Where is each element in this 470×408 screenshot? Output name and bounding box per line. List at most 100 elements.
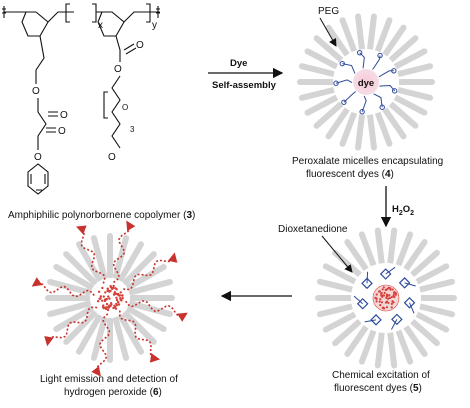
micelle-spike (421, 307, 452, 315)
micelle-spike (302, 90, 333, 98)
dye-molecule (393, 295, 395, 297)
micelle-spike (358, 116, 362, 148)
dye-molecule (112, 285, 114, 287)
micelle-spike (320, 307, 351, 315)
subscript-m: 3 (130, 125, 135, 134)
dye-molecule (117, 294, 119, 296)
micelle-spike (399, 66, 430, 74)
dye-molecule (389, 297, 391, 299)
dye-molecule (108, 297, 110, 299)
dye-molecule (110, 303, 112, 305)
micelle-spike (358, 16, 362, 48)
micelle-spike (370, 116, 374, 148)
polymer-caption: Amphiphilic polynorbornene copolymer (3) (8, 210, 195, 221)
dye-molecule (105, 308, 107, 310)
dye-molecule (114, 292, 116, 294)
dye-molecule (387, 294, 389, 296)
dye-molecule (122, 297, 124, 299)
dye-molecule (121, 294, 123, 296)
dye-molecule (375, 297, 377, 299)
micelle2-caption-line2: fluorescent dyes (5) (334, 383, 422, 394)
dye-molecule (118, 303, 120, 305)
micelle1-caption-line2: fluorescent dyes (4) (306, 169, 394, 180)
dye-molecule (97, 300, 99, 302)
polymer-structure: x y O O O O O O O O 3 (2, 4, 160, 194)
dye-molecule (103, 295, 105, 297)
micelle3-caption-line2: hydrogen peroxide (6) (64, 387, 162, 398)
atom-o-5: O (136, 40, 144, 51)
dye-molecule (379, 298, 381, 300)
micelle-spike (320, 282, 351, 290)
dye-molecule (100, 295, 102, 297)
micelle-spike (370, 16, 374, 48)
bracket (66, 4, 70, 22)
micelle-spike (302, 66, 333, 74)
dye-molecule (106, 303, 108, 305)
micelle-spike (378, 334, 382, 366)
subscript-x: x (98, 20, 103, 31)
atom-o-7: O (122, 103, 128, 112)
dye-molecule (389, 289, 391, 291)
dye-label: dye (358, 78, 374, 89)
dioxetanedione-label: Dioxetanedione (278, 224, 348, 235)
atom-o-8: O (108, 152, 116, 163)
subscript-y: y (152, 20, 157, 31)
micelle-peroxalate: dye (300, 16, 432, 147)
micelle3-caption-line1: Light emission and detection of (40, 374, 178, 385)
dye-molecule (392, 301, 394, 303)
dye-molecule (114, 287, 116, 289)
dye-molecule (104, 291, 106, 293)
atom-o-2: O (60, 110, 68, 121)
atom-o-6: O (114, 64, 122, 75)
dye-molecule (383, 286, 385, 288)
micelle1-caption-line1: Peroxalate micelles encapsulating (292, 156, 443, 167)
atom-o-1: O (32, 86, 40, 97)
dye-molecule (382, 294, 384, 296)
peg-label: PEG (318, 6, 339, 17)
micelle-spike (399, 332, 410, 362)
micelle-spike (399, 90, 430, 98)
dye-molecule (381, 301, 383, 303)
dye-molecule (115, 297, 117, 299)
micelle-spike (390, 334, 394, 366)
dye-molecule (386, 306, 388, 308)
h2o2-label: H2O2 (392, 204, 414, 217)
atom-o-4: O (34, 152, 42, 163)
dye-molecule (106, 290, 108, 292)
dye-molecule (102, 304, 104, 306)
dye-molecule (104, 300, 106, 302)
micelle-spike (362, 234, 373, 264)
dye-molecule (114, 306, 116, 308)
dye-molecule (375, 300, 377, 302)
micelle-spike (362, 332, 373, 362)
micelle-spike (378, 230, 382, 262)
micelle2-caption-line1: Chemical excitation of (332, 370, 430, 381)
dye-molecule (381, 292, 383, 294)
dye-molecule (376, 293, 378, 295)
dye-molecule (384, 292, 386, 294)
dye-molecule (98, 291, 100, 293)
dye-molecule (116, 299, 118, 301)
micelle-spike (399, 234, 410, 264)
peg-chain (367, 272, 368, 284)
arrow1-top-label: Dye (230, 58, 247, 69)
dye-molecule (117, 301, 119, 303)
micelle-light-emission (33, 222, 186, 375)
micelle-excited (318, 230, 454, 365)
dye-molecule (101, 299, 103, 301)
dye-molecule (385, 297, 387, 299)
dye-molecule (395, 294, 397, 296)
dye-molecule (386, 301, 388, 303)
dye-molecule (115, 303, 117, 305)
dye-molecule (107, 295, 109, 297)
dye-molecule (391, 303, 393, 305)
dye-molecule (382, 307, 384, 309)
dye-molecule (393, 291, 395, 293)
dye-molecule (382, 288, 384, 290)
dye-molecule (385, 289, 387, 291)
micelle-spike (421, 282, 452, 290)
micelle-spike (390, 230, 394, 262)
dye-molecule (378, 291, 380, 293)
dye-molecule (391, 306, 393, 308)
